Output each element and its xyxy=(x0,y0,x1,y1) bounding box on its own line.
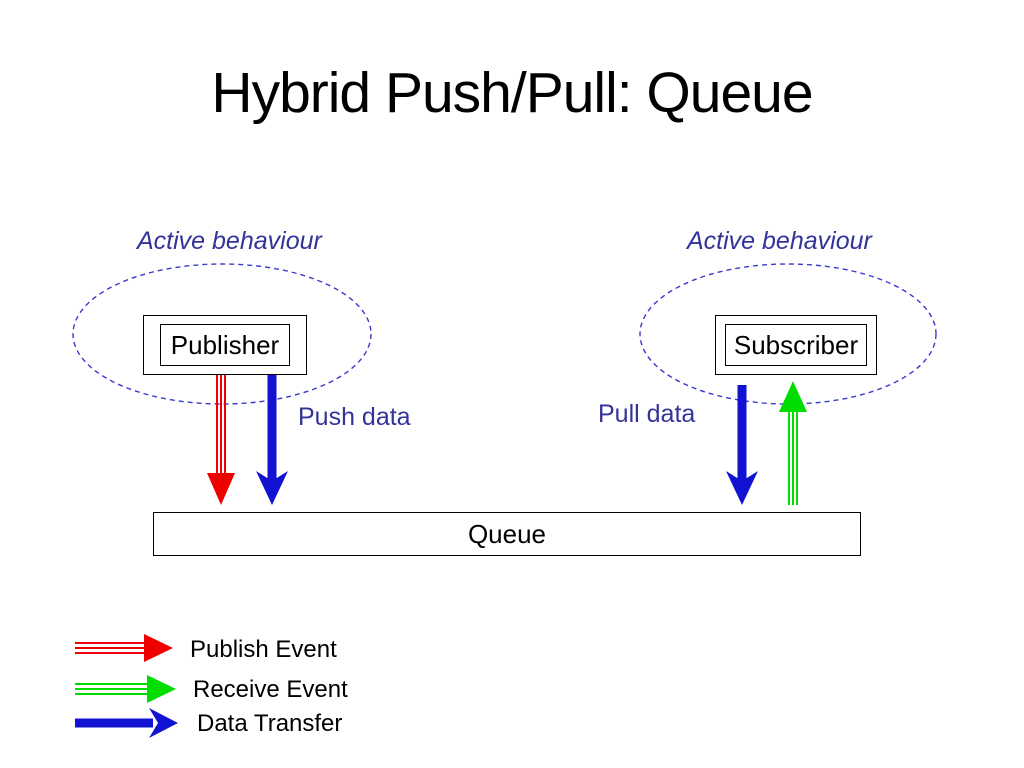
push-data-label: Push data xyxy=(298,403,411,431)
publish-event-arrow-shaft xyxy=(216,375,226,477)
publish-event-arrow xyxy=(207,375,235,505)
legend-publish-arrow-shaft xyxy=(75,642,146,654)
legend-receive-arrowhead xyxy=(147,675,176,703)
publisher-box: Publisher xyxy=(143,315,307,375)
receive-event-arrowhead xyxy=(779,381,807,412)
legend-data-transfer-arrow xyxy=(75,708,178,738)
pull-data-transfer-arrow xyxy=(726,385,758,505)
push-data-arrowhead xyxy=(256,471,288,505)
legend-transfer-arrowhead xyxy=(149,708,178,738)
queue-label: Queue xyxy=(467,518,547,549)
active-behaviour-label-right: Active behaviour xyxy=(687,227,872,255)
active-behaviour-ellipse-left xyxy=(72,263,372,405)
legend-receive-event-arrow xyxy=(75,675,176,703)
active-behaviour-label-left: Active behaviour xyxy=(137,227,322,255)
subscriber-box: Subscriber xyxy=(715,315,877,375)
subscriber-label: Subscriber xyxy=(733,329,859,360)
subscriber-box-inner: Subscriber xyxy=(725,324,867,366)
legend-receive-event-label: Receive Event xyxy=(193,676,348,703)
legend-receive-arrow-shaft xyxy=(75,683,149,695)
pull-data-label: Pull data xyxy=(598,400,696,428)
legend-publish-event-arrow xyxy=(75,634,173,662)
legend-publish-arrowhead xyxy=(144,634,173,662)
publisher-label: Publisher xyxy=(170,329,280,360)
active-behaviour-ellipse-right xyxy=(639,263,937,405)
receive-event-arrow-shaft xyxy=(788,409,798,505)
legend-data-transfer-label: Data Transfer xyxy=(197,710,343,737)
receive-event-arrow xyxy=(779,381,807,505)
legend-publish-event-label: Publish Event xyxy=(190,636,337,663)
push-data-transfer-arrow xyxy=(256,375,288,505)
publisher-box-inner: Publisher xyxy=(160,324,290,366)
page-title: Hybrid Push/Pull: Queue xyxy=(211,61,813,125)
pull-data-arrowhead xyxy=(726,471,758,505)
queue-box: Queue xyxy=(153,512,861,556)
publish-event-arrowhead xyxy=(207,473,235,505)
